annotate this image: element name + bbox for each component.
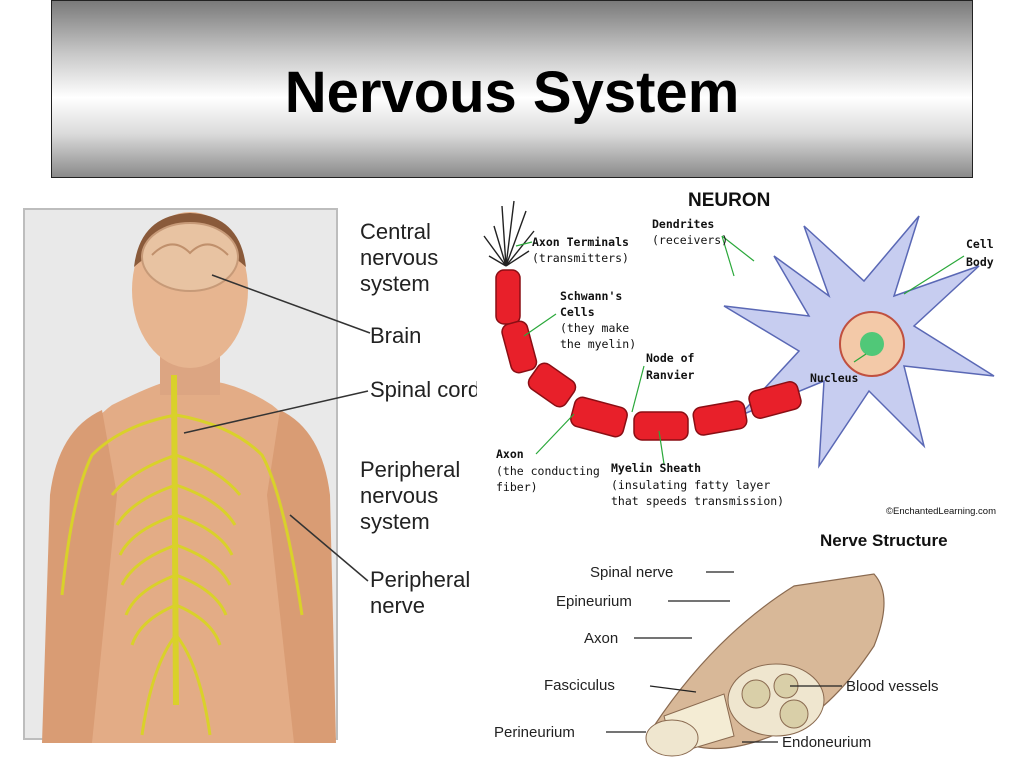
label-pns-2: nervous [360, 483, 438, 508]
label-myelin-2: (insulating fatty layer [611, 478, 770, 492]
label-dendrites: Dendrites [652, 217, 714, 231]
label-peripheral-nerve-1: Peripheral [370, 567, 470, 592]
neuron-title: NEURON [688, 190, 770, 211]
axon-terminals-graphic [483, 200, 535, 267]
myelin-sheath-graphic [495, 269, 802, 441]
label-dendrites-sub: (receivers) [652, 233, 728, 247]
label-axon-terminals-sub: (transmitters) [532, 251, 629, 265]
spinal-cord-graphic [60, 374, 304, 736]
label-axon-terminals: Axon Terminals [532, 235, 629, 249]
slide-title: Nervous System [284, 60, 740, 125]
label-schwann-3: (they make [560, 321, 629, 335]
label-axon-sub-1: (the conducting [496, 464, 600, 478]
nerve-title: Nerve Structure [820, 531, 948, 550]
label-myelin-3: that speeds transmission) [611, 494, 784, 508]
label-endoneurium: Endoneurium [782, 734, 871, 751]
label-axon: Axon [496, 447, 524, 461]
label-peripheral-nerve-2: nerve [370, 593, 425, 618]
label-cns-2: nervous [360, 245, 438, 270]
cell-body-graphic [723, 215, 995, 469]
label-pns-3: system [360, 509, 430, 534]
title-banner: Nervous System [51, 0, 973, 178]
nerve-structure-figure: Nerve Structure Spinal nerve Epineurium … [494, 531, 948, 757]
label-blood-vessels: Blood vessels [846, 678, 939, 695]
label-cell-body-1: Cell [966, 237, 994, 251]
label-myelin-1: Myelin Sheath [611, 461, 701, 475]
label-axon-sub-2: fiber) [496, 480, 538, 494]
label-fasciculus: Fasciculus [544, 677, 615, 694]
label-perineurium: Perineurium [494, 724, 575, 741]
label-node-2: Ranvier [646, 368, 695, 382]
label-brain: Brain [370, 323, 421, 348]
label-spinal-nerve: Spinal nerve [590, 564, 673, 581]
neuron-figure: NEURON Axon Terminals (transmitters) Den… [483, 190, 996, 517]
copyright-text: ©EnchantedLearning.com [886, 506, 996, 517]
label-epineurium: Epineurium [556, 593, 632, 610]
label-nerve-axon: Axon [584, 630, 618, 647]
label-spinal-cord: Spinal cord [370, 377, 477, 402]
label-cns-3: system [360, 271, 430, 296]
label-cell-body-2: Body [966, 255, 994, 269]
label-nucleus: Nucleus [810, 371, 858, 385]
label-schwann-1: Schwann's [560, 289, 622, 303]
label-node-1: Node of [646, 351, 695, 365]
label-schwann-4: the myelin) [560, 337, 636, 351]
label-schwann-2: Cells [560, 305, 595, 319]
label-pns-1: Peripheral [360, 457, 460, 482]
label-cns-1: Central [360, 219, 431, 244]
body-nervous-system-figure: Central nervous system Brain Spinal cord… [23, 208, 477, 743]
